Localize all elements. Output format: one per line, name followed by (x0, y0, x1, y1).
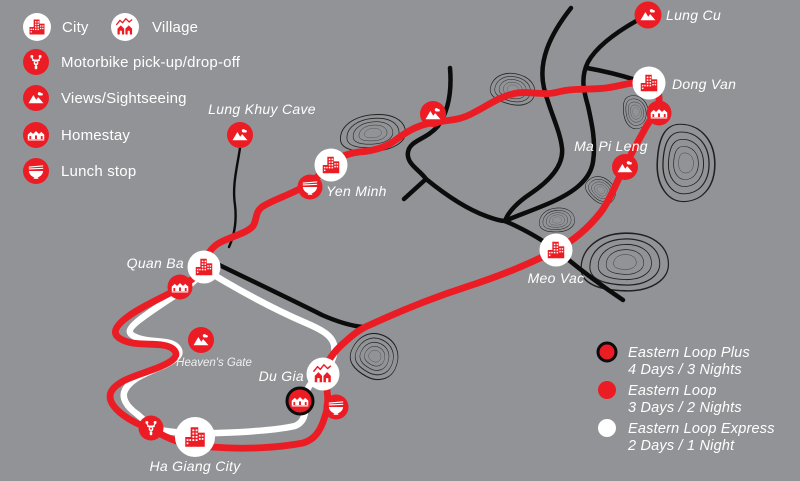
label-ha-giang-city: Ha Giang City (149, 458, 241, 474)
black-roads (210, 5, 652, 330)
marker-ma-pi-leng-views (612, 154, 638, 180)
routes-legend-loop: Eastern Loop 3 Days / 2 Nights (598, 381, 742, 416)
eastern-loop-plus-name: Eastern Loop Plus (628, 345, 750, 361)
marker-heavens-gate-views (188, 327, 214, 353)
marker-lung-khuy-cave-views (227, 122, 253, 148)
marker-ha-giang-city (175, 417, 215, 457)
village-icon (111, 13, 139, 41)
legend-motorbike: Motorbike pick-up/drop-off (23, 49, 241, 75)
route-eastern-loop (106, 78, 663, 452)
marker-yen-minh-lunch (297, 174, 323, 200)
label-du-gia: Du Gia (259, 368, 304, 384)
label-quan-ba: Quan Ba (127, 255, 184, 271)
eastern-loop-express-name: Eastern Loop Express (628, 421, 775, 437)
label-lung-cu: Lung Cu (666, 7, 721, 23)
marker-motorbike-pickup (138, 415, 164, 441)
legend-city: City (23, 13, 89, 41)
legend-views-label: Views/Sightseeing (61, 90, 187, 107)
label-lung-khuy-cave: Lung Khuy Cave (208, 101, 316, 117)
marker-dong-van-city (632, 66, 666, 100)
legend-homestay-label: Homestay (61, 127, 130, 144)
eastern-loop-dot (598, 381, 616, 399)
legend-city-label: City (62, 19, 89, 36)
map-legend: City Village Motorbike pick-up/drop-off … (23, 13, 241, 184)
eastern-loop-name: Eastern Loop (628, 383, 717, 399)
eastern-loop-express-dot (598, 419, 616, 437)
marker-dong-van-homestay (646, 100, 672, 126)
legend-lunch-label: Lunch stop (61, 163, 136, 180)
marker-quan-ba-homestay (167, 274, 193, 300)
legend-homestay: Homestay (23, 122, 130, 148)
eastern-loop-plus-dot (596, 341, 618, 363)
eastern-loop-express-duration: 2 Days / 1 Night (627, 438, 735, 454)
label-heavens-gate: Heaven's Gate (176, 357, 252, 369)
legend-lunch: Lunch stop (23, 158, 136, 184)
marker-du-gia-lunch (323, 394, 349, 420)
marker-meo-vac-city (539, 233, 573, 267)
marker-lung-cu-views (634, 1, 662, 29)
label-dong-van: Dong Van (672, 76, 736, 92)
marker-yen-minh-city (314, 148, 348, 182)
marker-north-views (420, 101, 446, 127)
place-labels: Lung Cu Dong Van Ma Pi Leng Yen Minh Lun… (127, 7, 736, 474)
routes-legend-express: Eastern Loop Express 2 Days / 1 Night (598, 419, 775, 454)
eastern-loop-plus-duration: 4 Days / 3 Nights (628, 362, 742, 378)
routes-legend-plus: Eastern Loop Plus 4 Days / 3 Nights (596, 341, 750, 378)
legend-village-label: Village (152, 19, 198, 36)
eastern-loop-duration: 3 Days / 2 Nights (628, 400, 742, 416)
legend-village: Village (111, 13, 198, 41)
marker-du-gia-village (306, 357, 340, 391)
label-ma-pi-leng: Ma Pi Leng (574, 138, 648, 154)
views-icon (23, 85, 49, 111)
label-meo-vac: Meo Vac (528, 270, 585, 286)
routes-legend: Eastern Loop Plus 4 Days / 3 Nights East… (596, 341, 775, 454)
legend-views: Views/Sightseeing (23, 85, 187, 111)
marker-du-gia-homestay-plus (285, 386, 315, 416)
label-yen-minh: Yen Minh (326, 183, 387, 199)
marker-quan-ba-city (187, 250, 221, 284)
legend-motorbike-label: Motorbike pick-up/drop-off (61, 54, 241, 71)
